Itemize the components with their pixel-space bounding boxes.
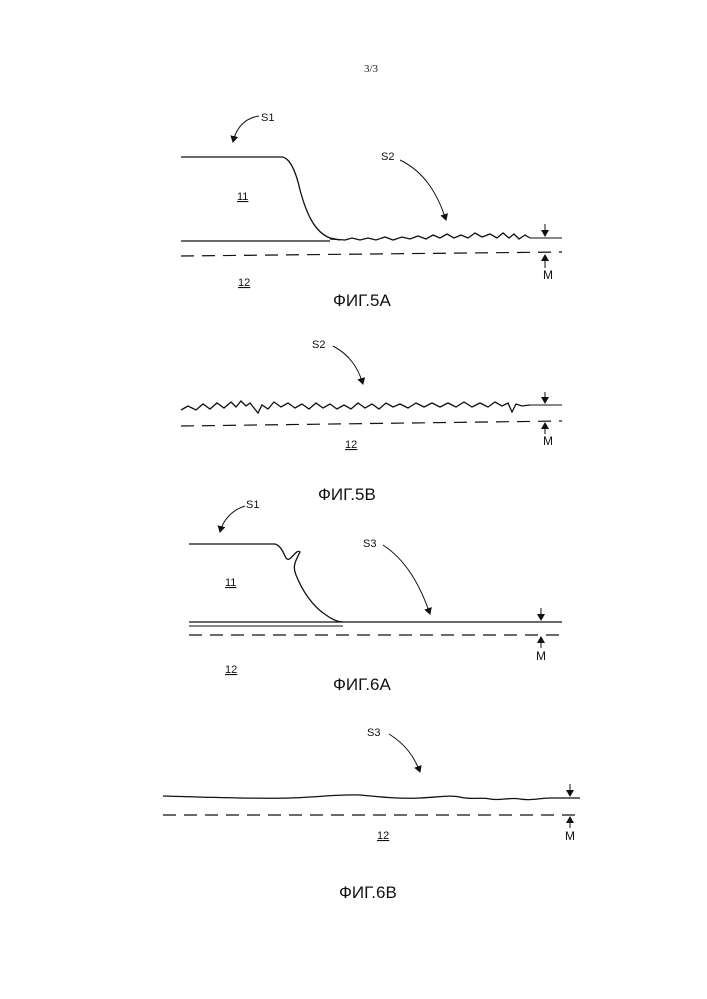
s3-label: S3: [363, 538, 376, 550]
figure-caption: ФИГ.5A: [333, 291, 391, 310]
page-number: 3/3: [364, 63, 379, 75]
layer-11-label: 11: [237, 191, 248, 203]
s1-label: S1: [261, 112, 274, 124]
m-label: M: [543, 268, 553, 282]
s1-leader-arrow: [233, 116, 259, 142]
dashed-reference-line: [181, 252, 562, 256]
figure-6b: M S3 12 ФИГ.6B: [163, 727, 580, 902]
layer-12-label: 12: [345, 439, 357, 451]
s2-leader-arrow: [400, 160, 446, 220]
layer-11-top-surface: [189, 544, 343, 622]
smooth-surface-s3: [163, 795, 580, 800]
s1-leader-arrow: [220, 506, 245, 532]
rough-surface-s2: [181, 401, 530, 413]
figure-caption: ФИГ.6A: [333, 675, 391, 694]
layer-12-label: 12: [225, 664, 237, 676]
s3-label: S3: [367, 727, 380, 739]
figure-caption: ФИГ.5B: [318, 485, 376, 504]
s3-leader-arrow: [383, 545, 430, 614]
layer-11-label: 11: [225, 577, 236, 589]
m-label: M: [536, 649, 546, 663]
figure-5b: M S2 12 ФИГ.5B: [181, 339, 562, 504]
s2-leader-arrow: [333, 346, 363, 384]
s3-leader-arrow: [389, 734, 420, 772]
figure-5a: M S1 S2 11 12 ФИГ.5A: [181, 112, 562, 310]
s2-label: S2: [312, 339, 325, 351]
dashed-reference-line: [181, 421, 562, 426]
figure-caption: ФИГ.6B: [339, 883, 397, 902]
layer-11-top-surface: [181, 157, 340, 240]
layer-12-label: 12: [377, 830, 389, 842]
rough-surface-s2: [330, 233, 530, 240]
m-label: M: [543, 434, 553, 448]
figure-6a: M S1 S3 11 12 ФИГ.6A: [189, 499, 562, 694]
s2-label: S2: [381, 151, 394, 163]
s1-label: S1: [246, 499, 259, 511]
m-label: M: [565, 829, 575, 843]
layer-12-label: 12: [238, 277, 250, 289]
